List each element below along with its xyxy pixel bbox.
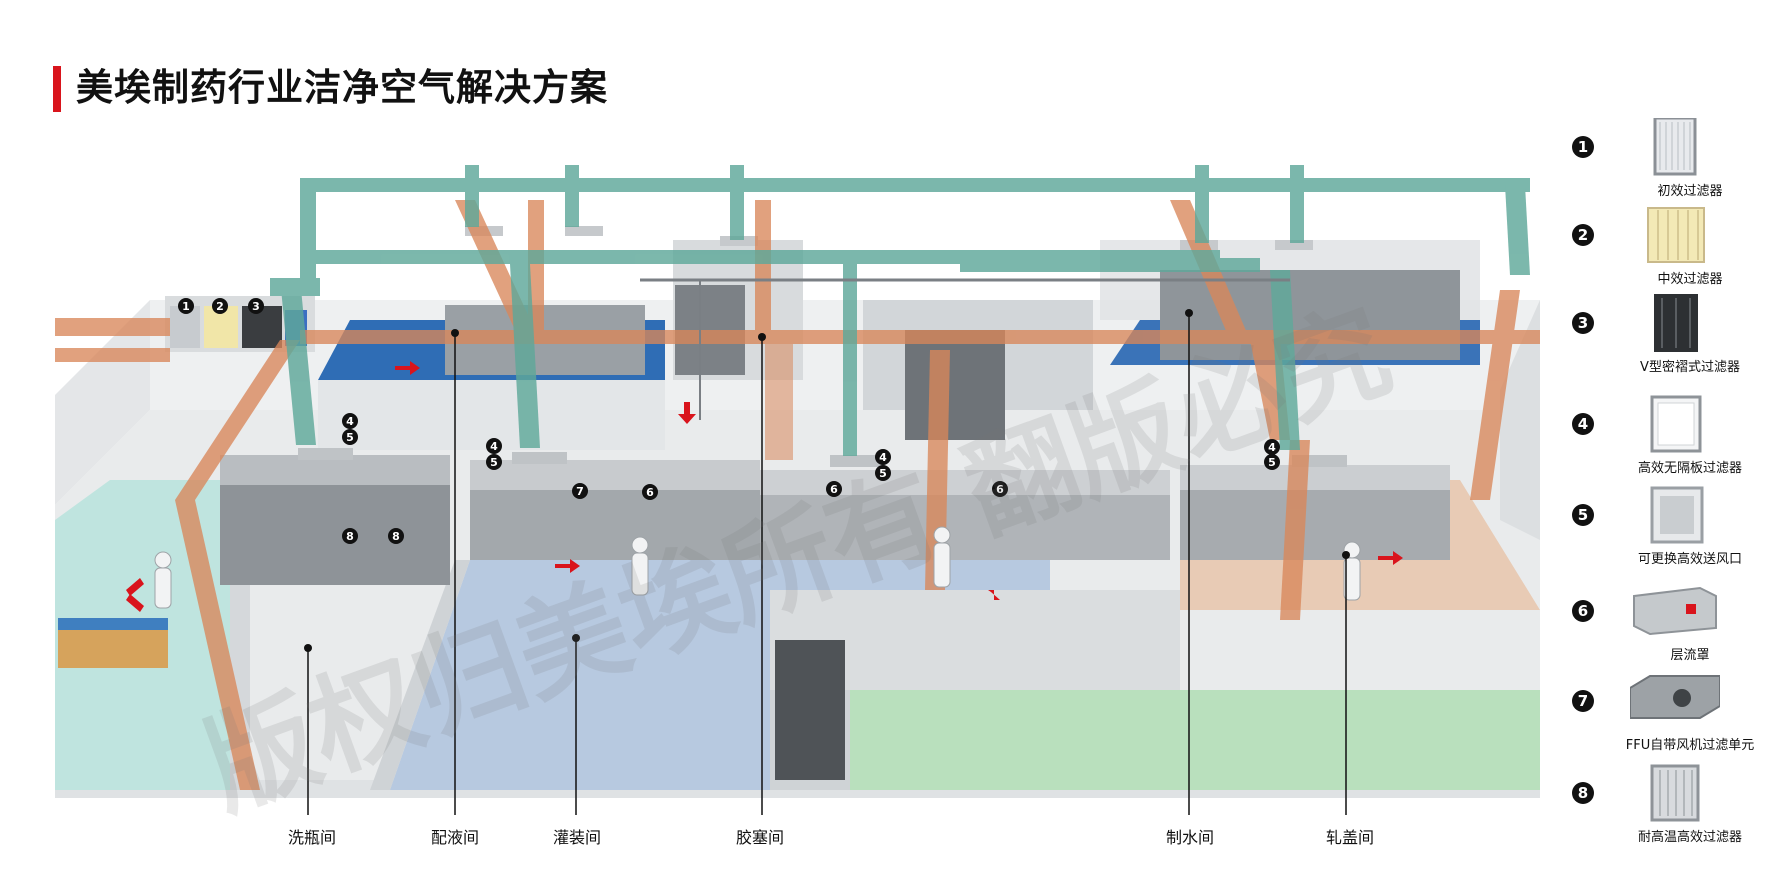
equipment-marker-number: 4 [346, 415, 354, 428]
equipment-capping-line-top [1180, 465, 1450, 490]
legend-item: 2 中效过滤器 [1560, 206, 1760, 287]
legend-number: 7 [1572, 690, 1594, 712]
worker-figures [154, 526, 1361, 609]
equipment-autoclave [775, 640, 845, 780]
equipment-marker-number: 5 [346, 431, 354, 444]
high-temp-filter-icon [1650, 764, 1700, 822]
material-boxes [58, 628, 168, 668]
legend-item: 8 耐高温高效过滤器 [1560, 764, 1760, 845]
equipment-marker-number: 4 [490, 440, 498, 453]
page-title: 美埃制药行业洁净空气解决方案 [76, 66, 608, 109]
room-wall-mix [318, 380, 665, 450]
room-label-water: 制水间 [1165, 828, 1215, 847]
partition-wall-fill [370, 560, 470, 790]
legend-label: 可更换高效送风口 [1637, 552, 1742, 567]
supply-air-ducts [270, 165, 1530, 456]
equipment-marker-number: 5 [1268, 456, 1276, 469]
room-label-mix: 配液间 [430, 828, 480, 847]
equipment-middle-tower [905, 330, 1005, 440]
airflow-arrows [126, 361, 1403, 612]
equipment-marker-number: 3 [252, 300, 260, 313]
equipment-marker-number: 5 [879, 467, 887, 480]
equipment-marker-number: 5 [490, 456, 498, 469]
legend-item: 5 可更换高效送风口 [1560, 486, 1760, 567]
legend-number: 2 [1572, 224, 1594, 246]
room-leader-dots [304, 309, 1350, 652]
equipment-marker-badge [826, 481, 842, 497]
equipment-marker-badge [486, 454, 502, 470]
equipment-marker-number: 6 [646, 486, 654, 499]
equipment-marker-number: 1 [182, 300, 190, 313]
room-label-cap: 轧盖间 [1325, 828, 1375, 847]
legend-item: 4 高效无隔板过滤器 [1560, 395, 1760, 476]
v-bank-filter-icon [1654, 294, 1698, 352]
room-label-fill: 灌装间 [552, 828, 602, 847]
room-leader-lines [307, 313, 1347, 815]
laminar-hood-icon [1633, 586, 1717, 636]
equipment-marker-badge [178, 298, 194, 314]
equipment-marker-badge [642, 484, 658, 500]
legend-label: 高效无隔板过滤器 [1637, 461, 1742, 476]
legend-item: 1 初效过滤器 [1560, 118, 1760, 199]
legend-number: 1 [1572, 136, 1594, 158]
equipment-marker-number: 6 [996, 483, 1004, 496]
panel-filter-icon [1653, 118, 1697, 176]
legend-label: 层流罩 [1670, 648, 1710, 663]
equipment-filling-line-top [470, 460, 760, 490]
material-boxes-top [58, 618, 168, 630]
room-floor-fill [390, 560, 1050, 790]
ceiling-hepa-unit [512, 452, 567, 464]
equipment-marker-badge [875, 465, 891, 481]
room-label-stopper: 胶塞间 [735, 828, 785, 847]
legend-number: 6 [1572, 600, 1594, 622]
hepa-diffuser-icon [1650, 486, 1704, 544]
ceiling-hepa-unit [1275, 240, 1313, 250]
ceiling-hepa-unit [830, 455, 885, 467]
legend-label: 中效过滤器 [1657, 272, 1723, 287]
ffu-icon [1630, 675, 1720, 719]
equipment-marker-badge [342, 429, 358, 445]
room-label-wash: 洗瓶间 [287, 828, 337, 847]
legend-label: FFU自带风机过滤单元 [1625, 738, 1755, 753]
equipment-marker-badge [388, 528, 404, 544]
legend-item: 7 FFU自带风机过滤单元 [1560, 672, 1760, 753]
ahu-v-filter [242, 306, 282, 348]
legend-label: 耐高温高效过滤器 [1637, 830, 1742, 845]
legend-number: 4 [1572, 413, 1594, 435]
equipment-marker-badge [342, 413, 358, 429]
equipment-marker-badge [1264, 439, 1280, 455]
equipment-marker-badge [572, 483, 588, 499]
equipment-marker-number: 6 [830, 483, 838, 496]
equipment-marker-badge [992, 481, 1008, 497]
equipment-marker-number: 7 [576, 485, 584, 498]
legend-label: V型密褶式过滤器 [1640, 360, 1740, 375]
equipment-marker-badge [1264, 454, 1280, 470]
right-wall [1500, 300, 1540, 540]
equipment-marker-badge [342, 528, 358, 544]
equipment-marker-number: 8 [392, 530, 400, 543]
legend-number: 8 [1572, 782, 1594, 804]
equipment-marker-badge [212, 298, 228, 314]
equipment-marker-number: 8 [346, 530, 354, 543]
equipment-marker-badge [248, 298, 264, 314]
equipment-marker-number: 2 [216, 300, 224, 313]
ceiling-hepa-unit [720, 236, 758, 246]
title-accent-bar [53, 66, 61, 112]
legend-label: 初效过滤器 [1657, 184, 1723, 199]
ceiling-hepa-unit [565, 226, 603, 236]
room-floor-green [850, 690, 1540, 790]
equipment-marker-number: 4 [879, 451, 887, 464]
legend-item: 6 层流罩 [1560, 582, 1760, 663]
equipment-marker-number: 4 [1268, 441, 1276, 454]
equipment-marker-badge [875, 449, 891, 465]
legend-item: 3 V型密褶式过滤器 [1560, 294, 1760, 375]
legend-number: 5 [1572, 504, 1594, 526]
hepa-filter-icon [1650, 395, 1702, 453]
bag-filter-icon [1647, 207, 1705, 263]
legend-number: 3 [1572, 312, 1594, 334]
ceiling-hepa-unit [298, 448, 353, 460]
equipment-marker-badge [486, 438, 502, 454]
